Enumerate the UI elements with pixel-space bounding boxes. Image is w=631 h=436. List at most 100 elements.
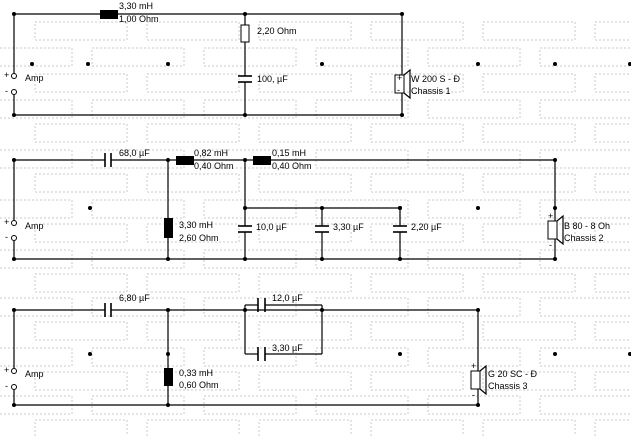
terminal-minus: -: [5, 232, 8, 242]
grid-cell: [203, 297, 297, 317]
grid-cell: [539, 297, 631, 317]
grid-dot: [476, 206, 480, 210]
c3-series-cap: 6,80 µF: [119, 293, 150, 303]
grid-cell: [482, 223, 576, 243]
grid-cell: [34, 73, 128, 93]
grid-cell: [594, 321, 631, 341]
grid-cell: [146, 273, 240, 293]
grid-cell: [539, 199, 631, 219]
c2-series-cap: 68,0 µF: [119, 148, 150, 158]
grid-cell: [370, 419, 464, 436]
grid-cell: [539, 395, 631, 415]
background-grid: [0, 21, 631, 436]
svg-text:-: -: [472, 390, 475, 400]
grid-cell: [482, 21, 576, 41]
grid-dot: [476, 62, 480, 66]
svg-text:+: +: [397, 73, 402, 83]
circuit-3: + - + - Amp 6,80 µF 12,0 µF 3,30 µF 0,33…: [4, 293, 538, 407]
grid-cell: [0, 347, 73, 367]
c3-shunt-inductor-value: 0,33 mH: [179, 368, 213, 378]
c2-shunt-cap-1: 10,0 µF: [256, 222, 287, 232]
grid-cell: [539, 47, 631, 67]
grid-cell: [482, 273, 576, 293]
grid-cell: [427, 199, 521, 219]
grid-dot: [553, 62, 557, 66]
grid-cell: [203, 47, 297, 67]
grid-cell: [315, 199, 409, 219]
grid-dot: [628, 62, 631, 66]
grid-cell: [482, 73, 576, 93]
grid-cell: [594, 21, 631, 41]
c2-l1-resistance: 0,40 Ohm: [194, 161, 234, 171]
grid-cell: [146, 21, 240, 41]
grid-cell: [427, 297, 521, 317]
svg-text:-: -: [397, 85, 400, 95]
grid-cell: [539, 347, 631, 367]
c3-speaker-name: G 20 SC - Đ: [488, 369, 538, 379]
grid-cell: [594, 173, 631, 193]
grid-cell: [91, 297, 185, 317]
c2-chassis: Chassis 2: [564, 233, 604, 243]
grid-cell: [315, 297, 409, 317]
grid-cell: [203, 199, 297, 219]
grid-dot: [628, 352, 631, 356]
terminal-plus: +: [4, 217, 9, 227]
amp-minus-terminal: [11, 384, 17, 390]
c2-speaker-name: B 80 - 8 Oh: [564, 221, 610, 231]
grid-cell: [34, 419, 128, 436]
speaker-symbol: [547, 220, 558, 240]
grid-cell: [594, 273, 631, 293]
grid-cell: [258, 371, 352, 391]
grid-cell: [427, 47, 521, 67]
grid-cell: [594, 123, 631, 143]
c3-parallel-cap-2: 3,30 µF: [272, 343, 303, 353]
grid-cell: [34, 223, 128, 243]
grid-cell: [258, 173, 352, 193]
grid-cell: [146, 419, 240, 436]
grid-cell: [0, 99, 73, 119]
grid-cell: [91, 347, 185, 367]
grid-cell: [91, 199, 185, 219]
grid-cell: [146, 223, 240, 243]
grid-cell: [427, 395, 521, 415]
c2-l2-value: 0,15 mH: [272, 148, 306, 158]
grid-cell: [0, 297, 73, 317]
c2-shunt-cap-3: 2,20 µF: [411, 222, 442, 232]
grid-dot: [320, 62, 324, 66]
grid-cell: [594, 371, 631, 391]
amp-plus-terminal: [11, 73, 17, 79]
svg-text:+: +: [548, 211, 553, 221]
grid-cell: [34, 321, 128, 341]
amp-minus-terminal: [11, 235, 17, 241]
svg-text:-: -: [549, 240, 552, 250]
c1-resistor-value: 2,20 Ohm: [257, 26, 297, 36]
c3-chassis: Chassis 3: [488, 381, 528, 391]
grid-cell: [482, 371, 576, 391]
grid-cell: [539, 249, 631, 269]
grid-cell: [0, 149, 73, 169]
c1-inductor-value: 3,30 mH: [119, 1, 153, 11]
inductor: [253, 156, 271, 165]
grid-cell: [258, 419, 352, 436]
c1-chassis: Chassis 1: [411, 86, 451, 96]
grid-cell: [0, 47, 73, 67]
grid-dot: [166, 62, 170, 66]
terminal-minus: -: [5, 381, 8, 391]
grid-cell: [427, 347, 521, 367]
grid-cell: [91, 47, 185, 67]
grid-cell: [539, 99, 631, 119]
grid-dot: [86, 62, 90, 66]
grid-cell: [34, 173, 128, 193]
grid-cell: [370, 321, 464, 341]
grid-cell: [34, 21, 128, 41]
grid-cell: [482, 173, 576, 193]
amp-label: Amp: [25, 73, 44, 83]
grid-cell: [258, 123, 352, 143]
c1-capacitor-value: 100, µF: [257, 74, 288, 84]
grid-cell: [34, 273, 128, 293]
grid-cell: [34, 123, 128, 143]
amp-plus-terminal: [11, 220, 17, 226]
amp-plus-terminal: [11, 368, 17, 374]
